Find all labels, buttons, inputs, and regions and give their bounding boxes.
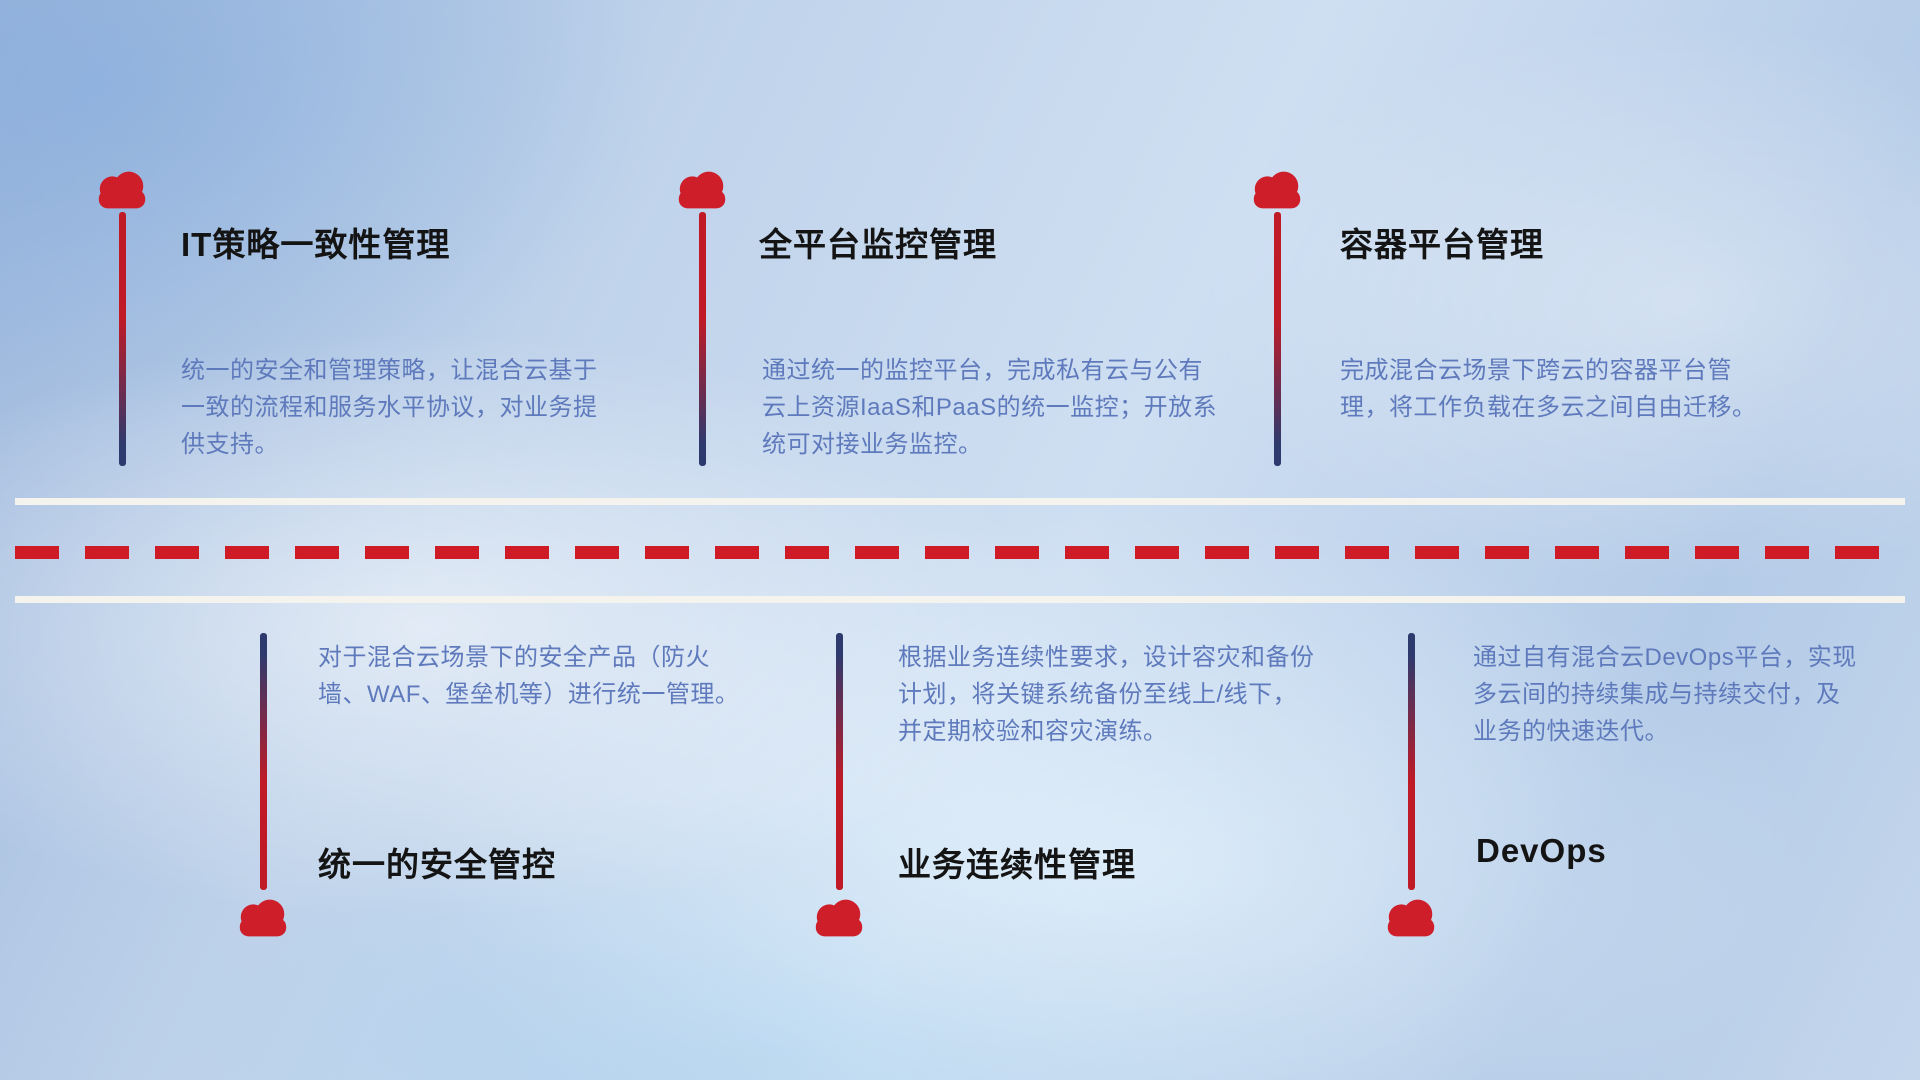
item-description: 根据业务连续性要求，设计容灾和备份计划，将关键系统备份至线上/线下，并定期校验和…	[898, 644, 1315, 745]
cloud-icon	[1387, 899, 1435, 937]
cloud-icon	[1253, 171, 1301, 209]
road-bottom-line	[15, 596, 1905, 603]
item-description: 通过统一的监控平台，完成私有云与公有云上资源IaaS和PaaS的统一监控；开放系…	[762, 357, 1218, 458]
item-title: 全平台监控管理	[759, 226, 997, 263]
connector-line	[836, 633, 843, 890]
connector-line	[260, 633, 267, 890]
connector-line	[1274, 212, 1281, 466]
cloud-icon	[815, 899, 863, 937]
item-description: 完成混合云场景下跨云的容器平台管理，将工作负载在多云之间自由迁移。	[1340, 357, 1757, 421]
road-top-line	[15, 498, 1905, 505]
cloud-icon	[239, 899, 287, 937]
item-title: 统一的安全管控	[318, 846, 556, 883]
item-description: 通过自有混合云DevOps平台，实现多云间的持续集成与持续交付，及业务的快速迭代…	[1473, 644, 1857, 745]
connector-line	[699, 212, 706, 466]
item-title: 容器平台管理	[1340, 226, 1544, 263]
cloud-icon	[98, 171, 146, 209]
connector-line	[119, 212, 126, 466]
item-title: IT策略一致性管理	[181, 226, 451, 263]
connector-line	[1408, 633, 1415, 890]
road-center-dashed-line	[15, 546, 1905, 559]
item-title: 业务连续性管理	[898, 846, 1136, 883]
cloud-icon	[678, 171, 726, 209]
item-description: 统一的安全和管理策略，让混合云基于一致的流程和服务水平协议，对业务提供支持。	[181, 357, 598, 458]
item-description: 对于混合云场景下的安全产品（防火墙、WAF、堡垒机等）进行统一管理。	[318, 644, 740, 708]
item-title: DevOps	[1476, 832, 1607, 869]
